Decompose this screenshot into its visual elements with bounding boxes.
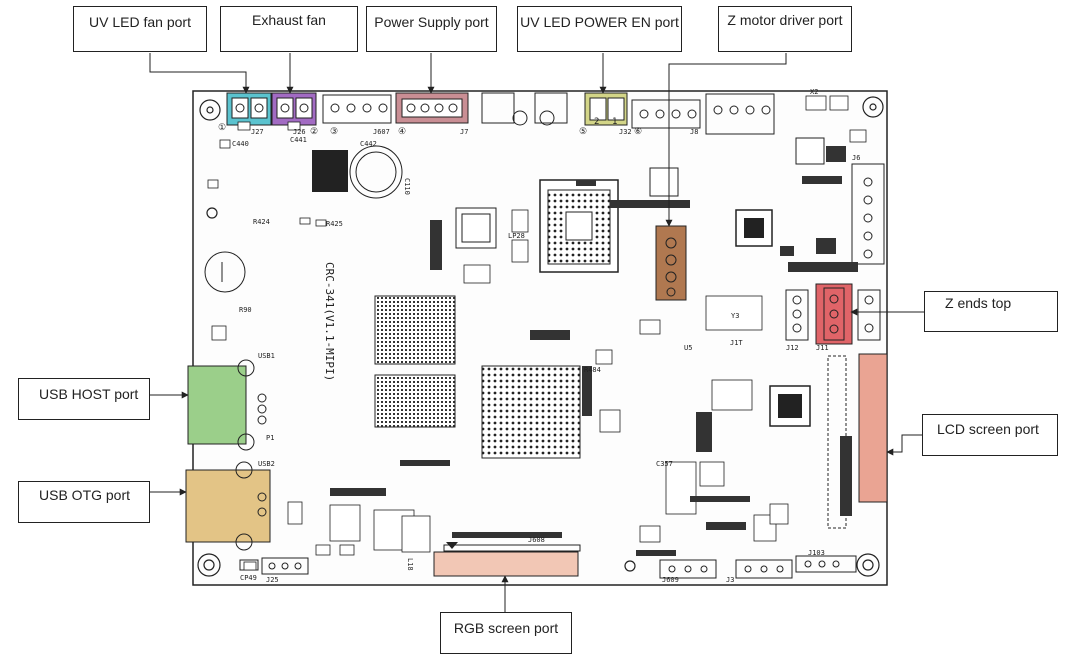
connector-j27 <box>226 92 272 126</box>
callout-power-supply-port: Power Supply port <box>366 6 497 52</box>
board-label-cp49: CP49 <box>240 574 257 582</box>
emmc-chip <box>481 365 581 459</box>
connector-j26 <box>271 92 317 126</box>
mounting-holes <box>197 96 884 577</box>
board-label-c441: C441 <box>290 136 307 144</box>
board-model-label: CRC-341(V1.1-MIPI) <box>323 262 336 381</box>
board-label-r424: R424 <box>253 218 270 226</box>
board-label-j607: J607 <box>373 128 390 136</box>
board-label-j3: J3 <box>726 576 734 584</box>
connector-usb-host <box>187 359 267 451</box>
capacitor-c110 <box>204 145 403 293</box>
callout-uv-led-fan-port: UV LED fan port <box>73 6 207 52</box>
uv-pin-2: 2 <box>594 117 599 127</box>
callout-z-motor-driver-port: Z motor driver port <box>718 6 852 52</box>
board-label-p1: P1 <box>266 434 274 442</box>
pin-mark-3: ③ <box>330 127 338 137</box>
mcu-chips <box>649 137 825 427</box>
callout-usb-otg-port: USB OTG port <box>18 481 150 523</box>
resistor-grid <box>330 146 858 556</box>
leader-lines <box>149 53 924 612</box>
board-label-c442: C442 <box>360 140 377 148</box>
connector-z-motor-header <box>705 93 775 135</box>
connector-j8 <box>631 99 701 129</box>
connector-j607 <box>322 94 392 124</box>
board-label-j609: J609 <box>662 576 679 584</box>
board-label-usb1: USB1 <box>258 352 275 360</box>
callout-usb-host-port: USB HOST port <box>18 378 150 420</box>
board-label-u5: U5 <box>684 344 692 352</box>
connector-j12 <box>785 289 881 341</box>
board-label-j11: J11 <box>816 344 829 352</box>
board-label-r484: R484 <box>584 366 601 374</box>
board-label-j6: J6 <box>852 154 860 162</box>
bottom-headers <box>239 555 857 579</box>
board-label-j12: J12 <box>786 344 799 352</box>
connector-z-motor <box>655 225 687 301</box>
connector-rgb <box>433 542 581 577</box>
board-label-j26: J26 <box>293 128 306 136</box>
pin-mark-2: ② <box>310 127 318 137</box>
callout-exhaust-fan: Exhaust fan <box>220 6 358 52</box>
board-label-j25: J25 <box>266 576 279 584</box>
board-label-c440: C440 <box>232 140 249 148</box>
passive-components <box>207 95 867 571</box>
board-label-r90: R90 <box>239 306 252 314</box>
board-label-j8: J8 <box>690 128 698 136</box>
pin-mark-6: ⑥ <box>634 127 642 137</box>
connector-j11 <box>815 283 853 345</box>
pin-mark-5: ⑤ <box>579 127 587 137</box>
callout-uv-led-power-en-port: UV LED POWER EN port <box>517 6 682 52</box>
callout-z-ends-top: Z ends top <box>924 291 1058 332</box>
callout-rgb-screen-port: RGB screen port <box>440 612 572 654</box>
connector-j32 <box>584 92 628 126</box>
connector-usb-otg <box>185 461 271 551</box>
board-label-l18: L18 <box>406 558 414 571</box>
board-label-j7: J7 <box>460 128 468 136</box>
connector-lcd <box>827 353 888 529</box>
connector-j6 <box>851 163 885 265</box>
inductor-block <box>312 150 348 192</box>
board-label-c110: C110 <box>403 178 411 195</box>
board-label-j27: J27 <box>251 128 264 136</box>
cpu-chip <box>539 179 619 273</box>
callout-lcd-screen-port: LCD screen port <box>922 414 1058 456</box>
board-label-y3: Y3 <box>731 312 739 320</box>
board-label-j103: J103 <box>808 549 825 557</box>
pmic-chip <box>455 207 497 249</box>
ddr-chips <box>374 295 456 428</box>
board-label-r425: R425 <box>326 220 343 228</box>
board-label-j1t: J1T <box>730 339 743 347</box>
board-label-x2: X2 <box>810 88 818 96</box>
pin-mark-4: ④ <box>398 127 406 137</box>
board-label-j608: J608 <box>528 536 545 544</box>
pin-mark-1: ① <box>218 123 226 133</box>
board-label-j32: J32 <box>619 128 632 136</box>
board-label-c357: C357 <box>656 460 673 468</box>
board-label-usb2: USB2 <box>258 460 275 468</box>
board-label-lp28: LP28 <box>508 232 525 240</box>
connector-j7 <box>395 92 469 124</box>
buttons-k3-k4 <box>481 92 568 126</box>
uv-pin-1: 1 <box>612 117 617 127</box>
